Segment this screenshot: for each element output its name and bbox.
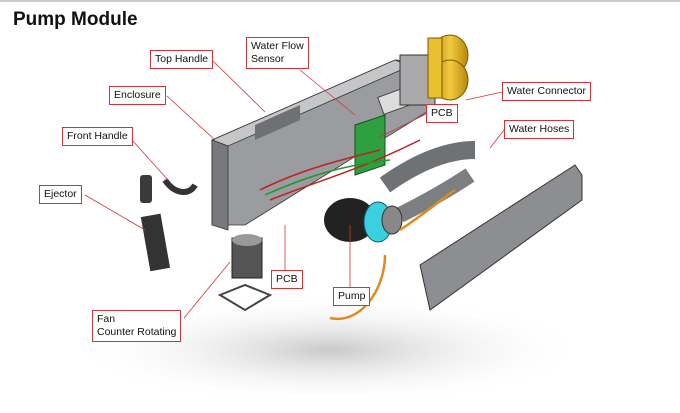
side-panel-part [419, 164, 583, 311]
label-ejector: Ejector [39, 185, 82, 204]
label-enclosure: Enclosure [109, 86, 166, 105]
label-water-connector: Water Connector [502, 82, 591, 101]
label-fan-counter-rotating: Fan Counter Rotating [92, 310, 182, 342]
label-water-flow-sensor-line2: Sensor [251, 53, 285, 65]
label-front-handle: Front Handle [62, 127, 133, 146]
pcb-top-part [354, 114, 386, 176]
slide-top-border [0, 0, 680, 2]
label-pcb-top: PCB [426, 104, 458, 123]
floor-shadow [70, 295, 590, 405]
water-connector-part [427, 34, 469, 101]
fan-part [217, 234, 273, 312]
ejector-part [140, 213, 171, 272]
front-handle-part [162, 178, 198, 195]
wiring-green [264, 159, 391, 196]
water-hose-part [379, 141, 476, 193]
water-hose-part-2 [396, 168, 475, 223]
label-pump: Pump [333, 287, 371, 306]
label-water-hoses: Water Hoses [504, 120, 575, 139]
enclosure-part [210, 59, 431, 231]
handle-piece [140, 175, 152, 203]
slide-title: Pump Module [13, 9, 138, 30]
label-water-flow-sensor-line1: Water Flow [251, 40, 304, 52]
label-top-handle: Top Handle [150, 50, 214, 69]
wiring [259, 139, 421, 201]
label-pcb-bottom: PCB [271, 270, 303, 289]
label-fan-line1: Fan [97, 313, 116, 325]
label-fan-line2: Counter Rotating [97, 326, 177, 338]
label-water-flow-sensor: Water Flow Sensor [246, 37, 309, 69]
leader-lines [84, 59, 505, 319]
pump-part [324, 198, 403, 243]
